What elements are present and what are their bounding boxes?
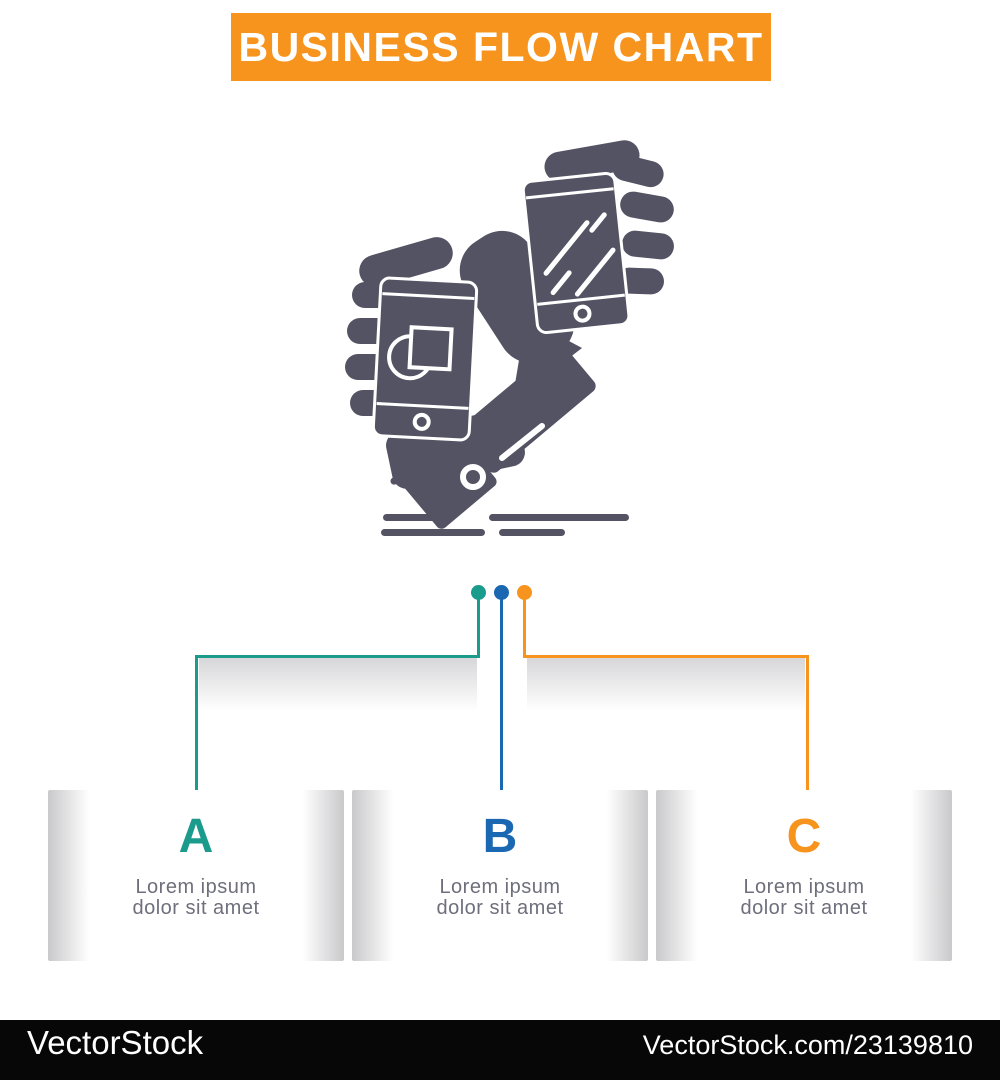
step-text-c: Lorem ipsum dolor sit amet	[656, 877, 952, 919]
connector-dot-a	[471, 585, 486, 600]
step-label-b: B	[482, 810, 518, 863]
step-text-c-line2: dolor sit amet	[740, 897, 868, 919]
step-label-a: A	[178, 810, 214, 863]
step-text-a: Lorem ipsum dolor sit amet	[48, 877, 344, 919]
step-card-b: B Lorem ipsum dolor sit amet	[352, 790, 648, 961]
title-banner: BUSINESS FLOW CHART	[231, 13, 771, 81]
step-text-b-line1: Lorem ipsum	[439, 876, 561, 898]
step-card-c: C Lorem ipsum dolor sit amet	[656, 790, 952, 961]
step-text-a-line2: dolor sit amet	[132, 897, 260, 919]
elbow-shadow-right	[527, 658, 805, 714]
page-title: BUSINESS FLOW CHART	[238, 23, 764, 70]
hands-holding-phones-icon	[330, 140, 690, 540]
connector-dot-c	[517, 585, 532, 600]
connector-line-c-horizontal	[523, 655, 809, 658]
watermark-bar: VectorStock VectorStock.com/23139810	[0, 1020, 1000, 1080]
step-text-a-line1: Lorem ipsum	[135, 876, 257, 898]
elbow-shadow-left	[199, 658, 477, 714]
step-card-a: A Lorem ipsum dolor sit amet	[48, 790, 344, 961]
step-label-c: C	[786, 810, 822, 863]
connector-line-a-drop	[195, 655, 198, 800]
step-text-c-line1: Lorem ipsum	[743, 876, 865, 898]
watermark-url-text: VectorStock.com/23139810	[642, 1030, 973, 1060]
connector-line-c-drop	[806, 655, 809, 800]
hands-phones-glyph-svg	[345, 140, 674, 536]
step-text-b: Lorem ipsum dolor sit amet	[352, 877, 648, 919]
connector-line-a-stem	[477, 597, 480, 658]
watermark-logo-text: VectorStock	[27, 1024, 204, 1061]
connector-line-a-horizontal	[195, 655, 480, 658]
connector-line-b-drop	[500, 597, 503, 798]
connector-line-c-stem	[523, 597, 526, 658]
step-text-b-line2: dolor sit amet	[436, 897, 564, 919]
connector-dot-b	[494, 585, 509, 600]
